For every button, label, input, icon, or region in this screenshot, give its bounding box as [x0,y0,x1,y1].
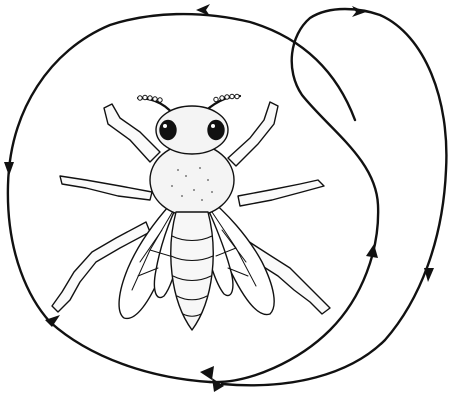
arrowhead-icon [200,366,214,380]
bee-illustration [52,94,330,330]
arrowhead-icon [352,6,366,17]
arrowhead-icon [4,162,14,176]
arrowhead-icon [366,244,378,258]
bee-eye-left [160,121,176,140]
arrowhead-icon [424,268,434,282]
bee-abdomen [171,212,213,330]
arrowhead-icon [45,315,60,327]
bee-thorax [150,144,234,216]
bee-eye-right [208,121,224,140]
arrowhead-icon [212,378,224,392]
